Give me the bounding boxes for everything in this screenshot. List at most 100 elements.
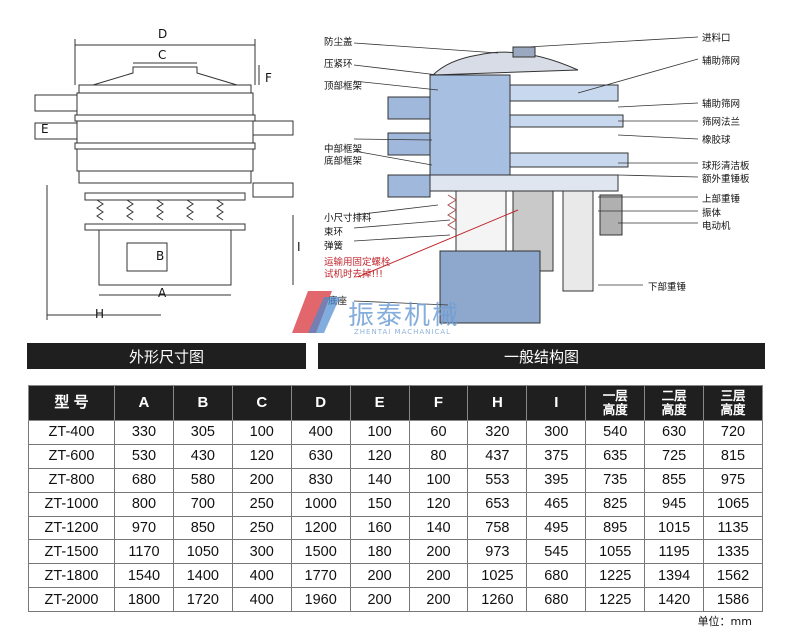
dim-label-b: B bbox=[156, 249, 165, 263]
value-cell: 120 bbox=[349, 443, 410, 469]
value-cell: 1225 bbox=[585, 587, 646, 613]
value-cell: 430 bbox=[172, 443, 233, 469]
value-cell: 395 bbox=[526, 467, 587, 493]
value-cell: 1420 bbox=[644, 587, 705, 613]
part-label-clamp-ring: 压紧环 bbox=[324, 59, 353, 70]
value-cell: 1195 bbox=[644, 539, 705, 565]
header-f: F bbox=[408, 385, 469, 421]
part-label-aux-screen-2: 辅助筛网 bbox=[702, 99, 741, 110]
model-cell: ZT-400 bbox=[28, 420, 115, 445]
value-cell: 250 bbox=[231, 515, 292, 541]
value-cell: 800 bbox=[114, 491, 174, 517]
value-cell: 300 bbox=[231, 539, 292, 565]
value-cell: 495 bbox=[526, 515, 587, 541]
value-cell: 1055 bbox=[585, 539, 646, 565]
value-cell: 540 bbox=[585, 420, 646, 445]
structure-drawing bbox=[353, 36, 699, 324]
part-label-feed-inlet: 进料口 bbox=[702, 33, 731, 44]
value-cell: 850 bbox=[172, 515, 233, 541]
value-cell: 1400 bbox=[172, 563, 233, 589]
value-cell: 80 bbox=[408, 443, 469, 469]
value-cell: 945 bbox=[644, 491, 705, 517]
value-cell: 1050 bbox=[172, 539, 233, 565]
structure-drawing-panel: 防尘盖 压紧环 顶部框架 中部框架 底部框架 小尺寸排料 束环 弹簧 运输用固定… bbox=[292, 15, 765, 341]
value-cell: 60 bbox=[408, 420, 469, 445]
value-cell: 160 bbox=[349, 515, 410, 541]
part-label-extra-weight-plate: 额外重锤板 bbox=[702, 174, 750, 185]
value-cell: 100 bbox=[231, 420, 292, 445]
value-cell: 1025 bbox=[467, 563, 528, 589]
value-cell: 1562 bbox=[703, 563, 763, 589]
dim-label-c: C bbox=[158, 48, 167, 62]
value-cell: 305 bbox=[172, 420, 233, 445]
value-cell: 330 bbox=[114, 420, 174, 445]
value-cell: 320 bbox=[467, 420, 528, 445]
value-cell: 180 bbox=[349, 539, 410, 565]
header-i: I bbox=[526, 385, 587, 421]
part-label-remove-note: 试机时去掉!!! bbox=[324, 269, 383, 280]
value-cell: 1135 bbox=[703, 515, 763, 541]
value-cell: 1960 bbox=[290, 587, 351, 613]
value-cell: 250 bbox=[231, 491, 292, 517]
value-cell: 200 bbox=[349, 587, 410, 613]
part-label-dust-cover: 防尘盖 bbox=[324, 37, 353, 48]
left-panel-caption: 外形尺寸图 bbox=[27, 343, 306, 369]
value-cell: 895 bbox=[585, 515, 646, 541]
value-cell: 553 bbox=[467, 467, 528, 493]
part-label-motor: 电动机 bbox=[702, 221, 731, 232]
spec-table: 型 号 A B C D E F H I 一层 高度 二层 高度 三层 高度 ZT… bbox=[28, 385, 763, 613]
value-cell: 653 bbox=[467, 491, 528, 517]
value-cell: 100 bbox=[349, 420, 410, 445]
part-label-spring: 弹簧 bbox=[324, 241, 344, 252]
dim-label-a: A bbox=[158, 286, 167, 300]
value-cell: 825 bbox=[585, 491, 646, 517]
value-cell: 855 bbox=[644, 467, 705, 493]
value-cell: 725 bbox=[644, 443, 705, 469]
value-cell: 200 bbox=[408, 587, 469, 613]
header-three-layer-height: 三层 高度 bbox=[703, 385, 763, 421]
value-cell: 635 bbox=[585, 443, 646, 469]
value-cell: 630 bbox=[290, 443, 351, 469]
part-label-middle-frame: 中部框架 bbox=[324, 144, 363, 155]
part-label-rubber-ball: 橡胶球 bbox=[702, 135, 731, 146]
value-cell: 200 bbox=[349, 563, 410, 589]
value-cell: 680 bbox=[114, 467, 174, 493]
value-cell: 1770 bbox=[290, 563, 351, 589]
brand-logo-icon bbox=[288, 287, 344, 337]
value-cell: 580 bbox=[172, 467, 233, 493]
value-cell: 400 bbox=[231, 587, 292, 613]
value-cell: 970 bbox=[114, 515, 174, 541]
table-header-row: 型 号 A B C D E F H I 一层 高度 二层 高度 三层 高度 bbox=[28, 385, 763, 421]
header-h: H bbox=[467, 385, 528, 421]
header-model: 型 号 bbox=[28, 385, 115, 421]
value-cell: 1800 bbox=[114, 587, 174, 613]
value-cell: 140 bbox=[408, 515, 469, 541]
value-cell: 630 bbox=[644, 420, 705, 445]
value-cell: 700 bbox=[172, 491, 233, 517]
value-cell: 120 bbox=[231, 443, 292, 469]
value-cell: 1170 bbox=[114, 539, 174, 565]
value-cell: 140 bbox=[349, 467, 410, 493]
value-cell: 545 bbox=[526, 539, 587, 565]
part-label-bottom-frame: 底部框架 bbox=[324, 156, 363, 167]
value-cell: 1394 bbox=[644, 563, 705, 589]
value-cell: 375 bbox=[526, 443, 587, 469]
value-cell: 1540 bbox=[114, 563, 174, 589]
dimension-drawing-panel: D C F E B A H I bbox=[27, 15, 306, 341]
value-cell: 200 bbox=[408, 563, 469, 589]
model-cell: ZT-1200 bbox=[28, 515, 115, 541]
part-label-upper-weight: 上部重锤 bbox=[702, 194, 741, 205]
model-cell: ZT-1000 bbox=[28, 491, 115, 517]
value-cell: 720 bbox=[703, 420, 763, 445]
part-label-lower-weight: 下部重锤 bbox=[648, 282, 687, 293]
model-cell: ZT-2000 bbox=[28, 587, 115, 613]
